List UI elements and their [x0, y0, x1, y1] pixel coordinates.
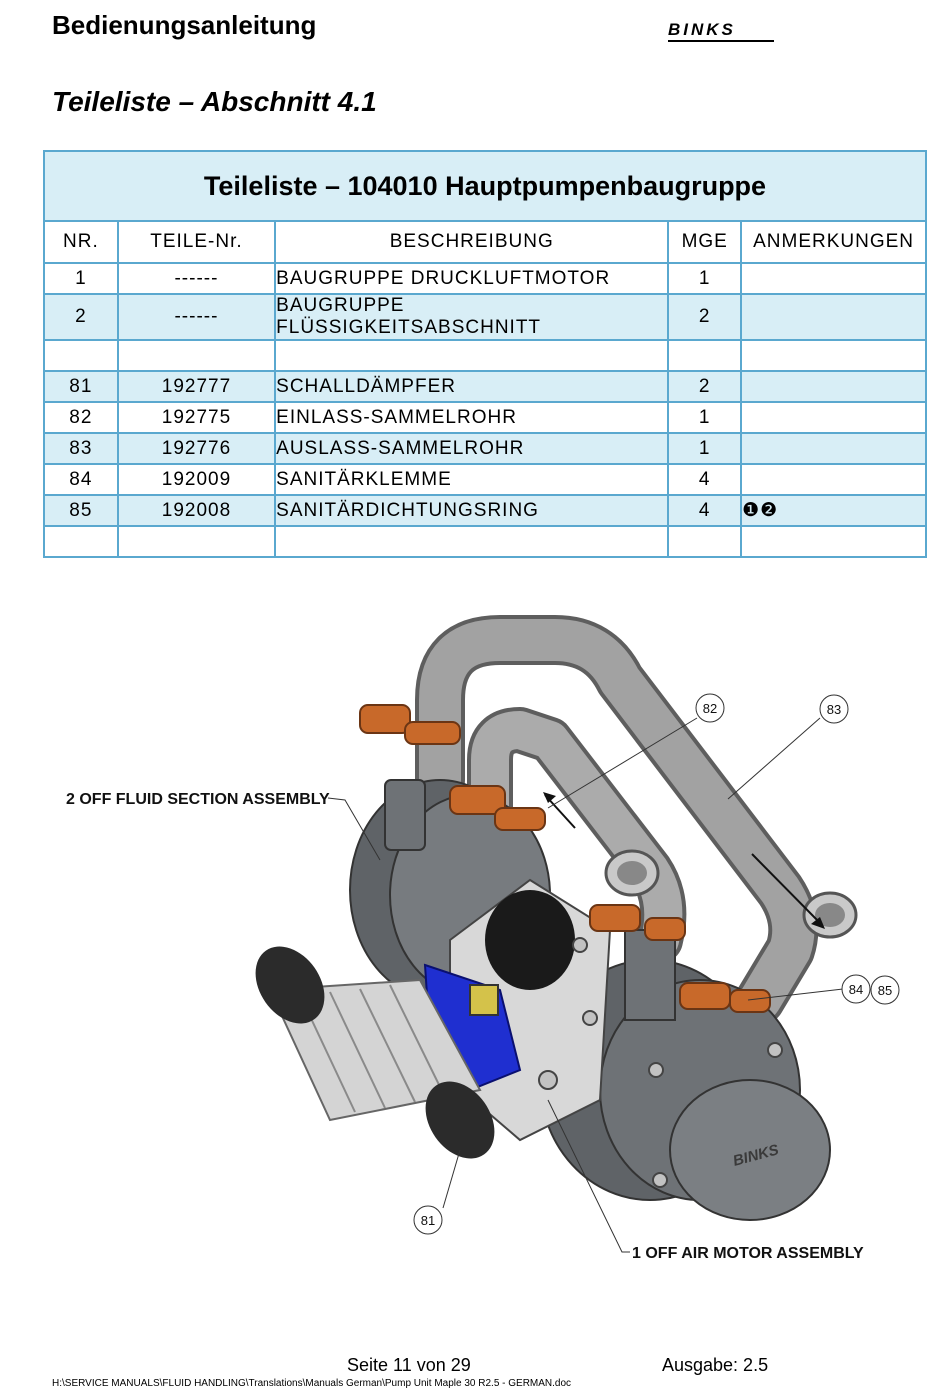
air-motor-label: 1 OFF AIR MOTOR ASSEMBLY	[632, 1245, 864, 1262]
cell-notes	[740, 339, 927, 372]
cell-nr: 1	[43, 262, 119, 295]
cell-desc: BAUGRUPPE FLÜSSIGKEITSABSCHNITT	[274, 293, 670, 341]
cell-notes: ❶❷	[740, 494, 927, 527]
edition-label: Ausgabe: 2.5	[662, 1355, 769, 1375]
cell-mge	[667, 525, 743, 558]
section-title: Teileliste – Abschnitt 4.1	[52, 86, 377, 117]
cell-desc: AUSLASS-SAMMELROHR	[274, 432, 670, 465]
cell-mge: 2	[667, 293, 743, 341]
cell-mge: 1	[667, 262, 743, 295]
table-row: 81 192777 SCHALLDÄMPFER 2	[43, 370, 927, 403]
table-row	[43, 339, 927, 372]
callout-85-label: 85	[878, 983, 892, 998]
callout-84-label: 84	[849, 982, 863, 997]
callout-81-circle	[413, 1205, 443, 1235]
cell-desc: SANITÄRDICHTUNGSRING	[274, 494, 670, 527]
callout-83-label: 83	[827, 702, 841, 717]
cell-nr: 84	[43, 463, 119, 496]
cell-teil: 192775	[116, 401, 277, 434]
cell-desc: SCHALLDÄMPFER	[274, 370, 670, 403]
document-header-title: Bedienungsanleitung	[52, 10, 317, 40]
cell-nr: 2	[43, 293, 119, 341]
cell-mge: 2	[667, 370, 743, 403]
table-caption: Teileliste – 104010 Hauptpumpenbaugruppe	[43, 150, 927, 222]
column-header-anmerkungen: ANMERKUNGEN	[740, 220, 927, 264]
brand-logo: BINKS	[668, 20, 736, 39]
callout-83-circle	[819, 694, 849, 724]
cell-teil: ------	[116, 293, 277, 341]
table-row: 1 ------ BAUGRUPPE DRUCKLUFTMOTOR 1	[43, 262, 927, 295]
cell-teil: 192009	[116, 463, 277, 496]
pump-assembly-drawing: BINKS	[66, 615, 900, 1262]
table-row: 84 192009 SANITÄRKLEMME 4	[43, 463, 927, 496]
cell-teil	[116, 339, 277, 372]
cell-nr: 83	[43, 432, 119, 465]
cell-notes	[740, 401, 927, 434]
callout-82-label: 82	[703, 701, 717, 716]
column-header-beschreibung: BESCHREIBUNG	[274, 220, 670, 264]
cell-desc: SANITÄRKLEMME	[274, 463, 670, 496]
callout-81-label: 81	[421, 1213, 435, 1228]
cell-teil: ------	[116, 262, 277, 295]
cell-notes	[740, 293, 927, 341]
column-header-teile-nr: TEILE-Nr.	[116, 220, 277, 264]
file-path: H:\SERVICE MANUALS\FLUID HANDLING\Transl…	[52, 1378, 572, 1389]
cell-notes	[740, 370, 927, 403]
cell-notes	[740, 262, 927, 295]
cell-notes	[740, 463, 927, 496]
cell-desc	[274, 525, 670, 558]
table-header-row: NR. TEILE-Nr. BESCHREIBUNG MGE ANMERKUNG…	[43, 220, 927, 264]
cell-desc: BAUGRUPPE DRUCKLUFTMOTOR	[274, 262, 670, 295]
cell-nr	[43, 525, 119, 558]
cell-teil	[116, 525, 277, 558]
cell-nr: 82	[43, 401, 119, 434]
cell-desc: EINLASS-SAMMELROHR	[274, 401, 670, 434]
cell-teil: 192008	[116, 494, 277, 527]
table-row: 85 192008 SANITÄRDICHTUNGSRING 4 ❶❷	[43, 494, 927, 527]
callout-82-circle	[695, 693, 725, 723]
brand-logo-underline	[668, 40, 774, 42]
cell-mge: 4	[667, 463, 743, 496]
column-header-mge: MGE	[667, 220, 743, 264]
table-row: 83 192776 AUSLASS-SAMMELROHR 1	[43, 432, 927, 465]
cell-nr: 85	[43, 494, 119, 527]
fluid-section-label: 2 OFF FLUID SECTION ASSEMBLY	[66, 791, 330, 808]
table-row: 2 ------ BAUGRUPPE FLÜSSIGKEITSABSCHNITT…	[43, 293, 927, 341]
cell-nr	[43, 339, 119, 372]
cell-mge: 1	[667, 401, 743, 434]
cell-desc	[274, 339, 670, 372]
column-header-nr: NR.	[43, 220, 119, 264]
parts-table: Teileliste – 104010 Hauptpumpenbaugruppe…	[43, 150, 927, 558]
cell-mge: 1	[667, 432, 743, 465]
callout-85-circle	[870, 975, 900, 1005]
cell-notes	[740, 432, 927, 465]
cell-mge	[667, 339, 743, 372]
callout-84-circle	[841, 974, 871, 1004]
table-row: 82 192775 EINLASS-SAMMELROHR 1	[43, 401, 927, 434]
cell-nr: 81	[43, 370, 119, 403]
page-number: Seite 11 von 29	[347, 1355, 471, 1375]
cell-mge: 4	[667, 494, 743, 527]
table-row	[43, 525, 927, 558]
cell-notes	[740, 525, 927, 558]
cell-teil: 192777	[116, 370, 277, 403]
cell-teil: 192776	[116, 432, 277, 465]
